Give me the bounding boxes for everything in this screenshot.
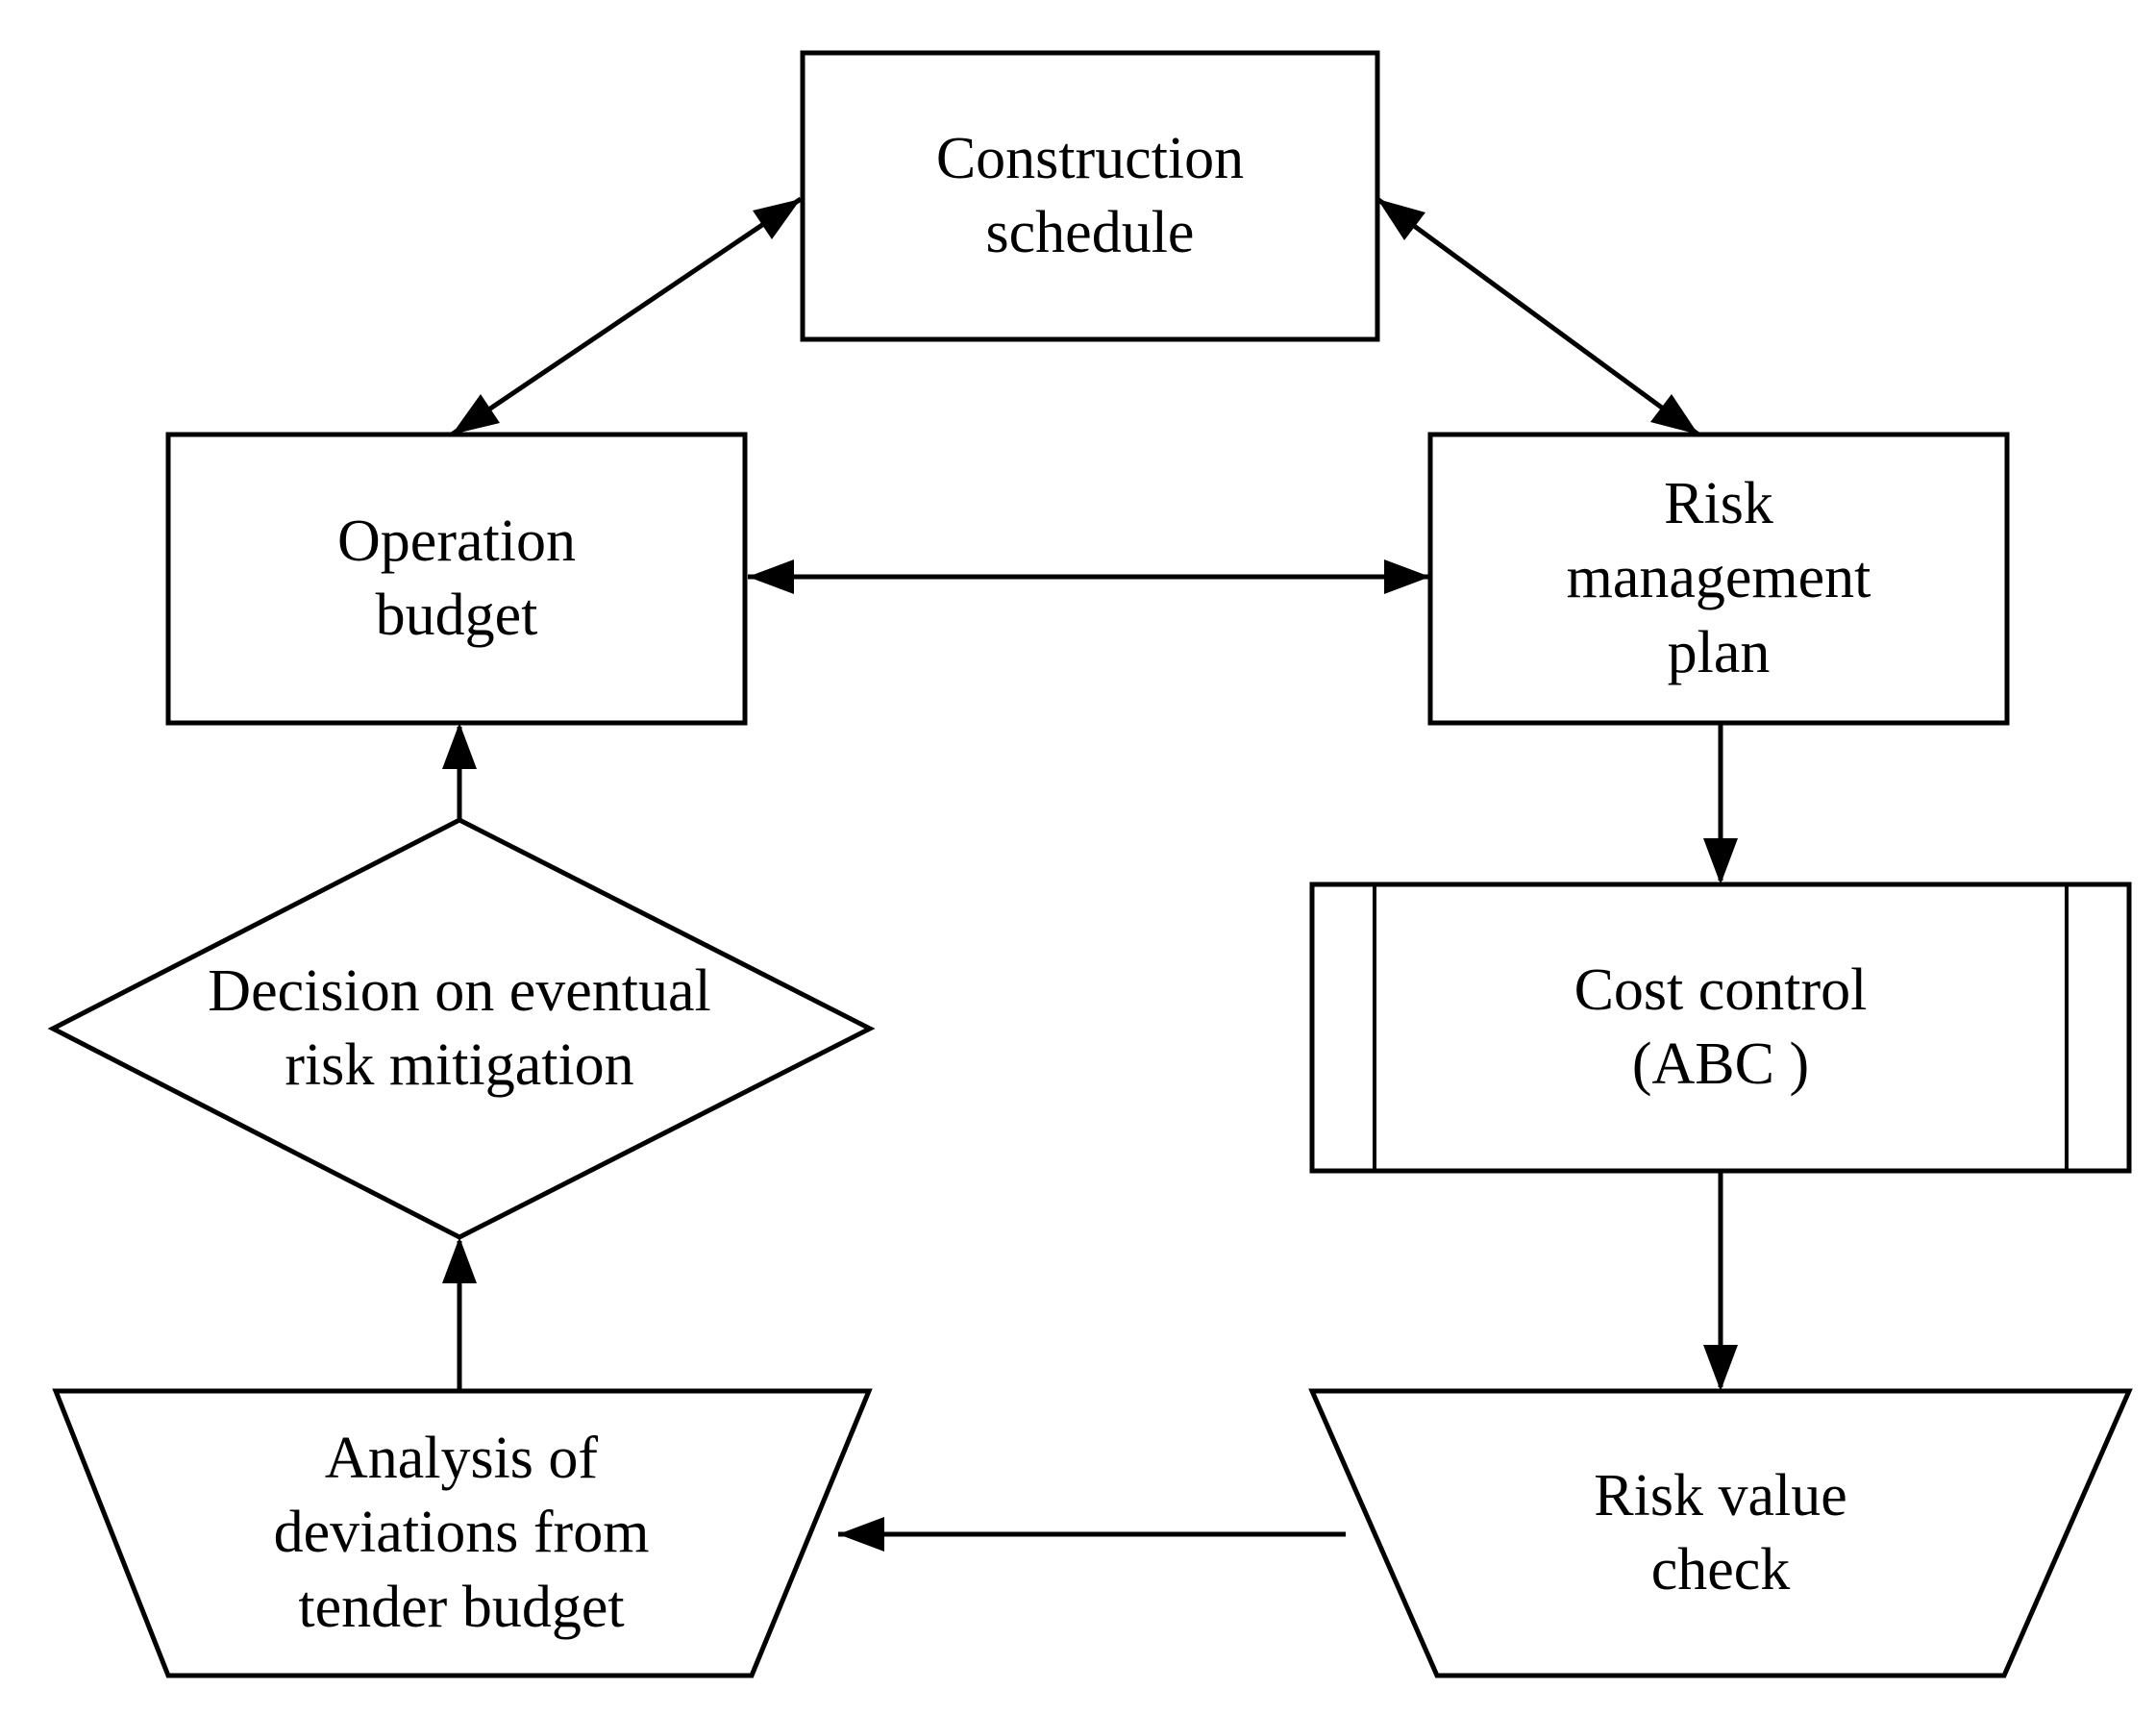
arrowhead-up-icon — [442, 723, 477, 769]
edge-analysis-decision — [442, 1237, 477, 1391]
edge-line — [450, 196, 803, 437]
operation-budget-box — [165, 432, 748, 726]
edge-construction-riskplan — [1375, 196, 1700, 437]
arrowhead-down-icon — [1703, 838, 1738, 884]
cost-control-box — [1309, 882, 2132, 1174]
arrowhead-up-icon — [442, 1237, 477, 1283]
edge-riskvalue-analysis — [838, 1517, 1346, 1552]
edge-operation-construction — [450, 196, 803, 437]
edge-line — [1375, 196, 1700, 437]
arrowhead-down-icon — [1703, 1345, 1738, 1391]
arrowhead-left-icon — [748, 559, 794, 594]
cost-control-outline — [1309, 882, 2132, 1174]
arrowhead-up-left-icon — [1377, 199, 1425, 240]
edge-decision-operation — [442, 723, 477, 820]
construction-schedule-box — [800, 50, 1380, 342]
arrowhead-left-icon — [838, 1517, 884, 1552]
decision-diamond — [47, 817, 876, 1240]
risk-value-check-trapezoid — [1308, 1388, 2133, 1678]
edge-costcontrol-riskvalue — [1703, 1171, 1738, 1391]
risk-management-plan-box — [1427, 432, 2010, 726]
arrowhead-up-right-icon — [753, 199, 801, 239]
analysis-deviations-trapezoid — [52, 1388, 873, 1678]
arrowhead-down-left-icon — [452, 394, 500, 435]
edge-riskplan-costcontrol — [1703, 723, 1738, 884]
arrowhead-right-icon — [1384, 559, 1430, 594]
arrowhead-down-right-icon — [1650, 394, 1698, 435]
edge-operation-riskplan — [748, 559, 1430, 594]
